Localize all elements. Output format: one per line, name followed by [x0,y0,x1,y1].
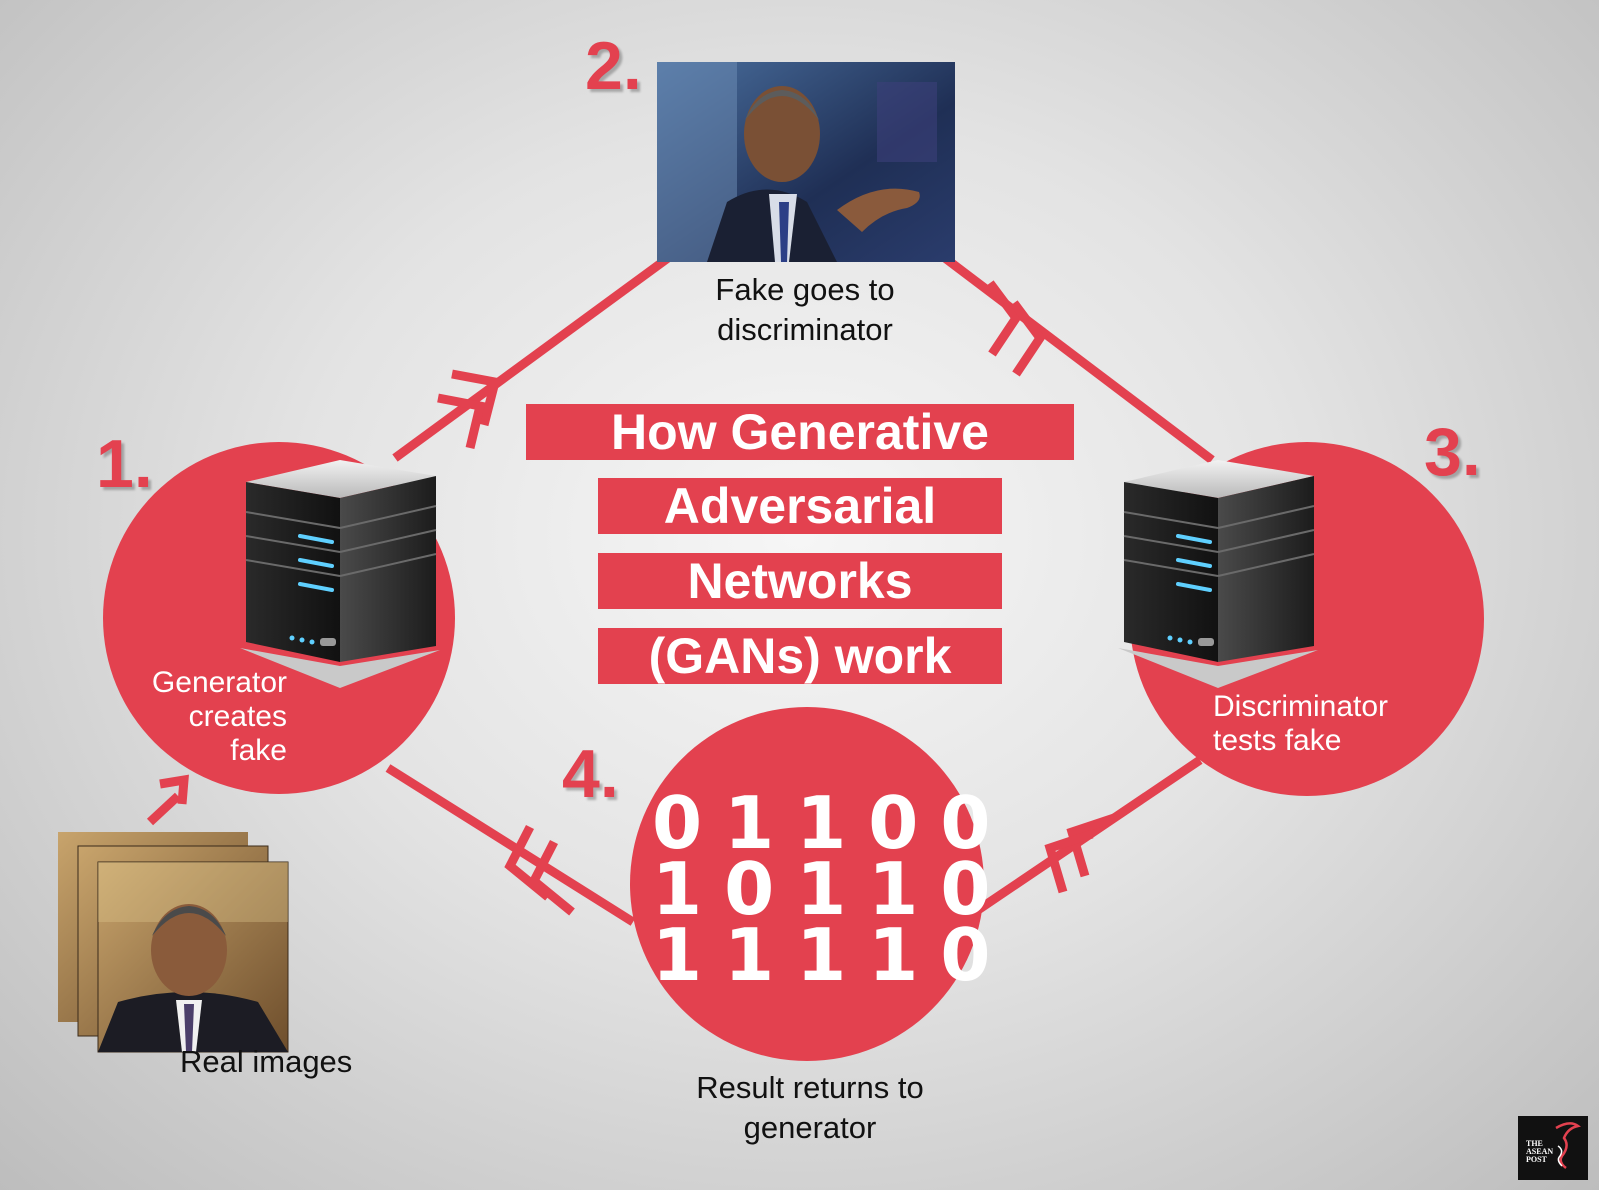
arrow-1-to-2-b [437,393,486,450]
line-real-to-1 [146,792,182,826]
arrow-4-to-1-b [528,839,575,916]
fake-goes-label-line: Fake goes to [715,272,895,307]
fake-goes-label-line: discriminator [717,312,893,347]
line-1-to-2 [392,254,671,462]
result-label-line: Result returns to [696,1070,924,1105]
result-returns-label: Result returns to generator [640,1068,980,1148]
title-line-1: How Generative [526,404,1074,460]
arrow-2-to-3-a [986,280,1022,357]
title-line-3: Networks [598,553,1002,609]
arrow-2-to-3-b [1010,300,1046,377]
server-icon [240,460,440,688]
discriminator-label-line: tests fake [1213,724,1342,757]
step-3-number: 3. [1424,414,1481,490]
generator-label-line: creates [188,700,287,733]
discriminator-label-line: Discriminator [1213,690,1389,723]
asean-post-logo: THE ASEAN POST [1518,1116,1588,1180]
discriminator-label: Discriminator tests fake [1213,690,1453,758]
title-line-2: Adversarial [598,478,1002,534]
title-line-4: (GANs) work [598,628,1002,684]
line-2-to-3 [942,254,1215,464]
real-images-label: Real images [180,1044,353,1079]
binary-row: 11110 [652,913,1013,997]
logo-text-line-2: ASEAN [1526,1147,1554,1156]
step-4-number: 4. [562,736,619,812]
real-images-photos [58,832,289,1053]
server-icon [1118,460,1318,688]
generator-label-line: Generator [151,666,287,699]
binary-row: 10110 [652,847,1013,931]
fake-image-photo [657,62,955,262]
generator-label: Generator creates fake [112,666,287,768]
binary-row: 01100 [652,781,1013,865]
arrow-real-to-1 [159,774,189,805]
bird-logo-icon [1555,1122,1581,1169]
fake-goes-label: Fake goes to discriminator [640,270,970,350]
arrow-3-to-4-b [1044,829,1094,894]
result-circle [630,707,984,1061]
generator-label-line: fake [230,734,287,767]
arrow-1-to-2-a [451,369,501,427]
step-2-number: 2. [585,28,642,104]
line-4-to-1 [385,764,636,926]
arrow-3-to-4-a [1066,813,1116,878]
binary-digits: 01100 10110 11110 [652,781,1013,997]
result-label-line: generator [743,1110,877,1145]
step-1-number: 1. [96,426,153,502]
logo-text-line-3: POST [1526,1155,1547,1164]
logo-text-line-1: THE [1526,1139,1543,1148]
